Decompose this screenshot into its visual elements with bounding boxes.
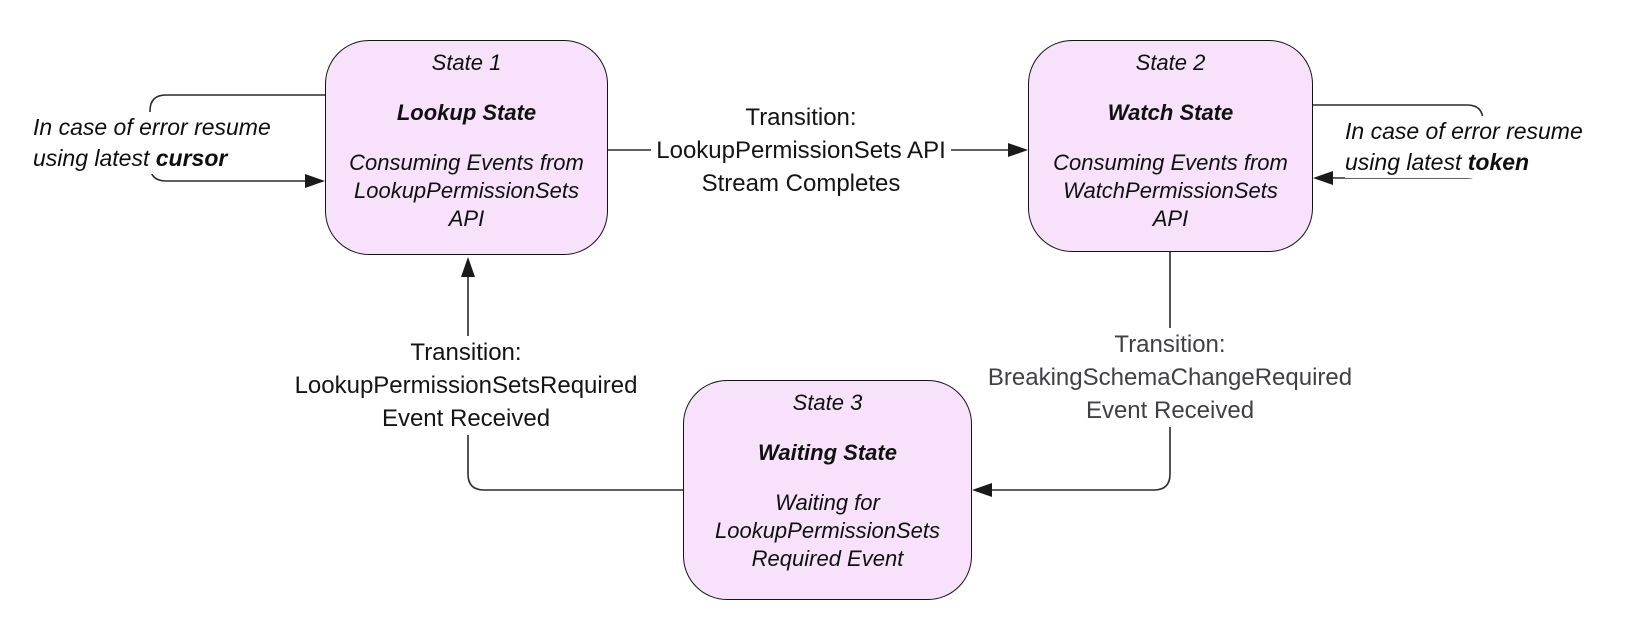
state-title: State 2 bbox=[1135, 50, 1206, 75]
transition-label-line: Transition: bbox=[410, 339, 522, 366]
error-loop-label-token: In case of error resume using latest tok… bbox=[1345, 116, 1583, 178]
transition-label-watch-to-waiting: Transition: BreakingSchemaChangeRequired… bbox=[980, 328, 1360, 427]
state-name: Waiting State bbox=[758, 440, 897, 465]
error-loop-line1: In case of error resume bbox=[33, 114, 271, 140]
arrowhead-up-icon bbox=[461, 257, 475, 277]
transition-label-line: Transition: bbox=[1114, 331, 1226, 358]
transition-label-waiting-to-lookup: Transition: LookupPermissionSetsRequired… bbox=[276, 336, 656, 435]
state-description: Consuming Events from WatchPermissionSet… bbox=[1053, 150, 1288, 231]
error-loop-label-cursor: In case of error resume using latest cur… bbox=[33, 112, 271, 174]
state-name: Watch State bbox=[1107, 100, 1234, 125]
error-loop-line1: In case of error resume bbox=[1345, 118, 1583, 144]
transition-label-line: LookupPermissionSets API bbox=[656, 137, 946, 164]
transition-label-line: Transition: bbox=[745, 104, 857, 131]
error-loop-line2: using latest token bbox=[1345, 147, 1583, 178]
transition-label-line: Event Received bbox=[381, 405, 551, 432]
transition-line-waiting-to-lookup bbox=[467, 274, 683, 491]
error-loop-bold-word: token bbox=[1467, 149, 1530, 175]
state-title: State 1 bbox=[431, 50, 502, 75]
transition-label-lookup-to-watch: Transition: LookupPermissionSets API Str… bbox=[651, 101, 951, 200]
state-node-lookup: State 1 Lookup State Consuming Events fr… bbox=[325, 40, 608, 255]
error-loop-bold-word: cursor bbox=[155, 145, 228, 171]
state-title: State 3 bbox=[792, 390, 863, 415]
transition-line-watch-to-waiting bbox=[988, 252, 1171, 491]
transition-label-line: Stream Completes bbox=[701, 170, 901, 197]
arrowhead-right-icon bbox=[1008, 143, 1028, 157]
arrowhead-right-icon bbox=[305, 174, 325, 188]
state-node-watch: State 2 Watch State Consuming Events fro… bbox=[1028, 40, 1313, 252]
arrowhead-left-icon bbox=[972, 483, 992, 497]
transition-label-line: Event Received bbox=[1085, 397, 1255, 424]
error-loop-line2-prefix: using latest bbox=[33, 145, 156, 171]
error-loop-line2: using latest cursor bbox=[33, 143, 271, 174]
state-description: Waiting for LookupPermissionSets Require… bbox=[714, 490, 940, 571]
arrowhead-left-icon bbox=[1313, 171, 1333, 185]
error-loop-line2-prefix: using latest bbox=[1345, 149, 1468, 175]
state-node-waiting: State 3 Waiting State Waiting for Lookup… bbox=[683, 380, 972, 600]
state-description: Consuming Events from LookupPermissionSe… bbox=[349, 150, 584, 231]
transition-label-line: BreakingSchemaChangeRequired bbox=[987, 364, 1353, 391]
transition-label-line: LookupPermissionSetsRequired bbox=[294, 372, 638, 399]
state-name: Lookup State bbox=[396, 100, 537, 125]
